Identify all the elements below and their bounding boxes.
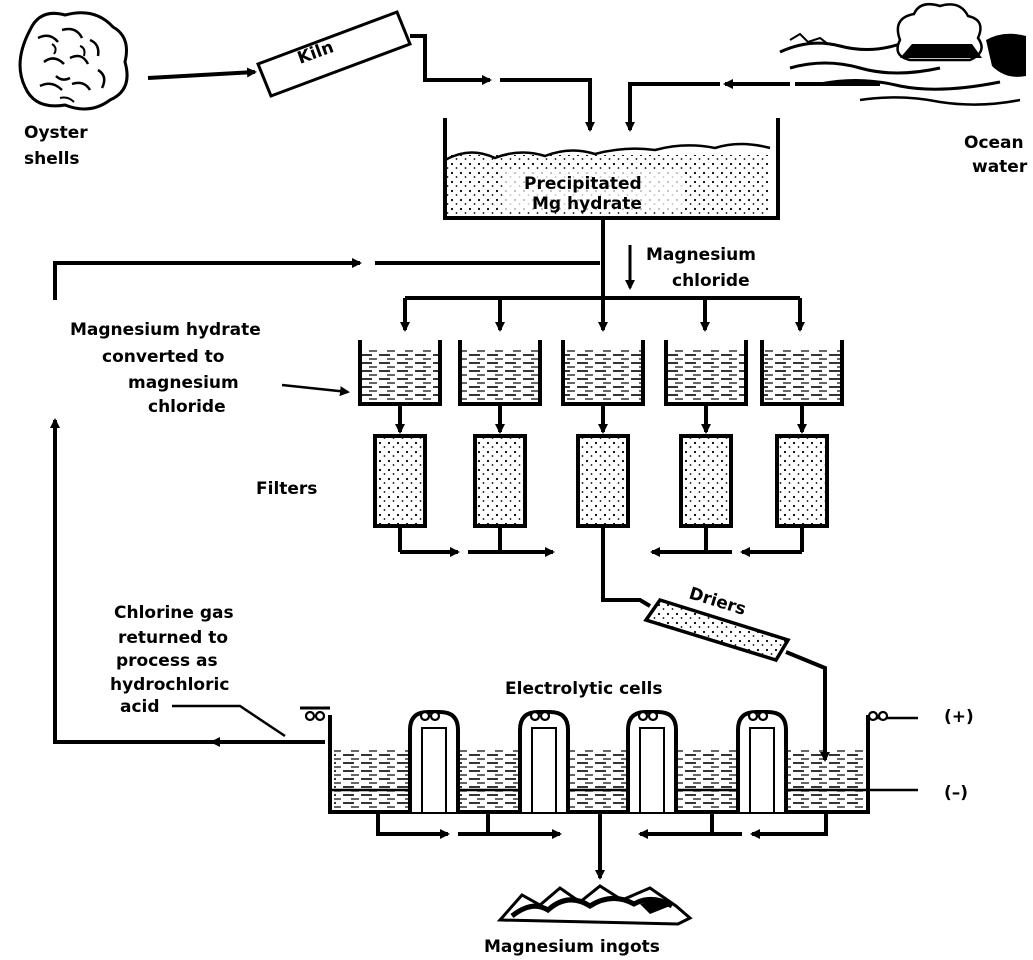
convert-pointer <box>281 383 350 397</box>
magnesium-ingots-icon <box>496 884 693 926</box>
chlorine-label-line1: Chlorine gas <box>114 603 234 623</box>
filters <box>373 434 829 552</box>
electrolytic-cells-label: Electrolytic cells <box>505 679 662 699</box>
filter <box>775 434 829 552</box>
conversion-tank <box>664 340 748 434</box>
ocean-label-line1: Ocean <box>964 133 1024 153</box>
precipitation-tank: Precipitated Mg hydrate <box>443 118 780 220</box>
tank-manifold <box>400 296 805 332</box>
chlorine-label-line4: hydrochloric <box>110 675 229 695</box>
precipitated-label-line1: Precipitated <box>524 174 642 194</box>
ocean-water-icon <box>779 3 1026 106</box>
ingots-label: Magnesium ingots <box>484 937 660 957</box>
convert-label-line2: converted to <box>102 347 224 367</box>
electrolytic-cells <box>300 706 918 814</box>
oyster-label-line1: Oyster <box>24 123 88 143</box>
plus-terminal-label: (+) <box>944 707 974 727</box>
chlorine-pointer <box>172 704 286 738</box>
electrode-terminals <box>304 710 889 722</box>
mgcl-label-line2: chloride <box>672 271 750 291</box>
conversion-tank <box>760 340 844 434</box>
oyster-shells-icon <box>18 11 129 111</box>
ocean-label-line2: water <box>972 157 1028 177</box>
conversion-tanks <box>358 340 844 434</box>
feed-lines <box>147 34 880 132</box>
filter <box>679 434 733 552</box>
precipitated-label-line2: Mg hydrate <box>532 194 642 214</box>
convert-label-line3: magnesium <box>128 373 239 393</box>
minus-terminal-label: (–) <box>944 783 968 803</box>
chlorine-label-line2: returned to <box>118 628 228 648</box>
mgcl-label-line1: Magnesium <box>646 245 756 265</box>
driers: Driers <box>643 584 830 762</box>
magnesium-chloride-feed <box>601 220 635 298</box>
conversion-tank <box>561 340 645 434</box>
convert-label-line4: chloride <box>148 397 226 417</box>
conversion-tank <box>458 340 542 434</box>
kiln: Kiln <box>256 10 412 98</box>
convert-label-line1: Magnesium hydrate <box>70 320 261 340</box>
filter <box>576 434 630 528</box>
oyster-label-line2: shells <box>24 149 80 169</box>
filter-collection-line <box>400 526 802 608</box>
filter <box>373 434 427 552</box>
filters-label: Filters <box>256 479 317 499</box>
cell-drain-line <box>376 812 828 880</box>
chlorine-label-line3: process as <box>116 651 218 671</box>
filter <box>473 434 527 552</box>
conversion-tank <box>358 340 442 434</box>
chlorine-label-line5: acid <box>120 697 160 717</box>
